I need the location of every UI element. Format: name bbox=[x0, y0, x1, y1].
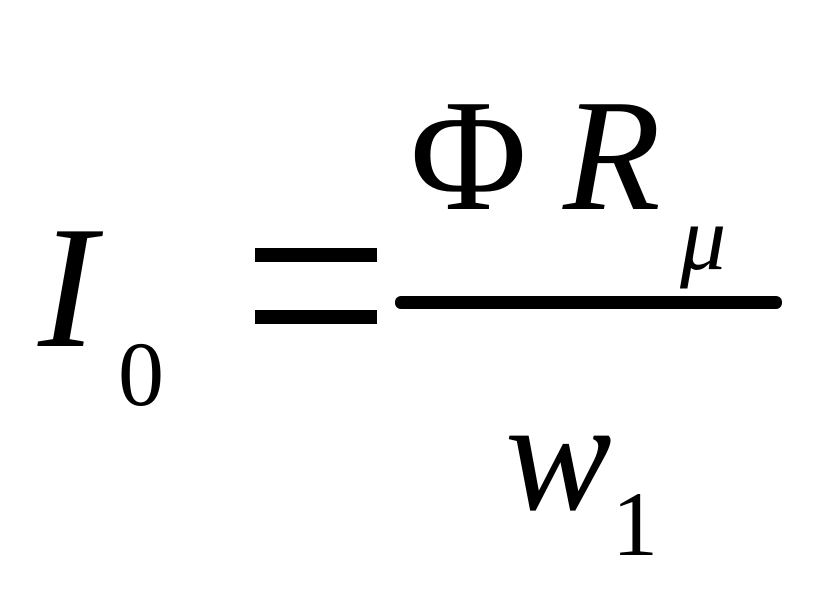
turns-symbol: w bbox=[505, 366, 612, 544]
reluctance-subscript: μ bbox=[680, 187, 727, 289]
flux-symbol: Φ bbox=[410, 66, 527, 244]
current-symbol: I bbox=[38, 190, 97, 384]
equals-sign bbox=[255, 248, 377, 328]
current-subscript: 0 bbox=[118, 323, 164, 425]
fraction-bar bbox=[395, 296, 782, 309]
reluctance-symbol: R bbox=[563, 66, 661, 244]
turns-subscript: 1 bbox=[612, 473, 658, 575]
